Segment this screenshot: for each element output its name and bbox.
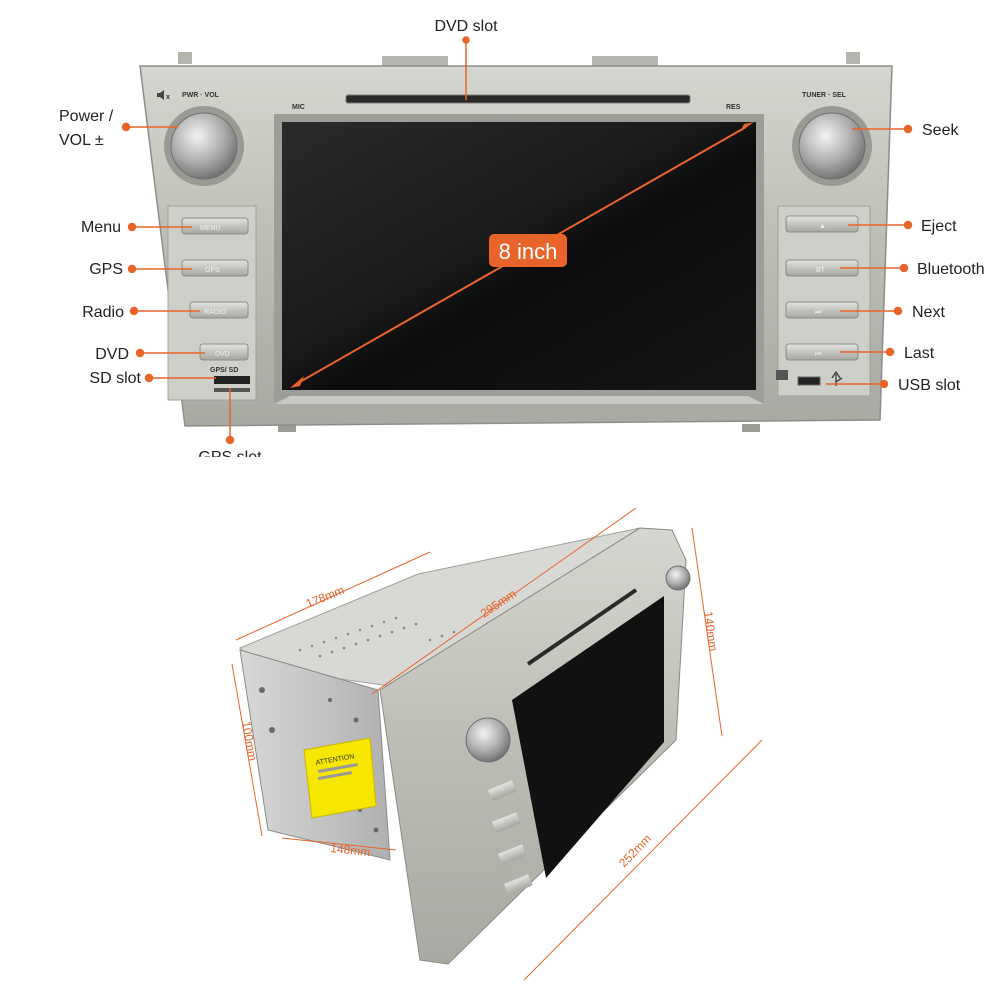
volume-knob[interactable]: [170, 112, 238, 180]
dvd-slot-3d: [526, 588, 638, 666]
screen-size-text: 8 inch: [499, 239, 558, 264]
dvd-button-label: DVD: [215, 351, 230, 358]
sticker-text-line: [318, 763, 358, 773]
next-button[interactable]: ⏭: [785, 301, 859, 319]
screen-size-indicator: 8 inch: [290, 122, 754, 388]
callout-dvd-slot: DVD slot: [434, 18, 498, 35]
callout-menu: Menu: [81, 219, 121, 236]
callout-usb-slot: USB slot: [898, 377, 961, 394]
sticker-text-line: [318, 771, 353, 780]
next-icon: ⏭: [815, 309, 822, 316]
previous-icon: ⏮: [815, 351, 821, 358]
volume-knob-3d: [465, 717, 511, 763]
gps-card-slot[interactable]: [214, 388, 250, 392]
front-panel: x PWR · VOL TUNER · SEL MIC RES MENU GPS…: [139, 52, 893, 432]
button-3d: [497, 844, 527, 866]
pwr-vol-label: PWR · VOL: [182, 92, 220, 99]
callout-radio: Radio: [82, 304, 124, 321]
res-label: RES: [726, 104, 741, 111]
button-3d: [491, 812, 521, 834]
callout-eject: Eject: [921, 218, 957, 235]
chassis-holes: [259, 687, 379, 833]
right-button-column: [777, 205, 871, 397]
mount-foot: [742, 424, 760, 432]
callout-last: Last: [904, 345, 935, 362]
dim-width-back: 148mm: [330, 841, 371, 859]
attention-sticker: [303, 737, 377, 819]
radio-button-label: RADIO: [204, 309, 227, 316]
screen-size-badge: [489, 234, 567, 267]
button-3d: [488, 780, 517, 802]
eject-icon: ▲: [819, 223, 826, 230]
screen-lip: [274, 396, 764, 404]
mute-icon: x: [157, 90, 170, 101]
callout-power-vol-line2: VOL ±: [59, 132, 104, 149]
gps-sd-label: GPS/ SD: [210, 367, 238, 374]
dimension-lines: [231, 507, 763, 981]
callout-dvd: DVD: [95, 346, 129, 363]
usb-port[interactable]: [797, 376, 821, 386]
callout-lines: [121, 36, 913, 445]
mount-tab: [592, 56, 658, 68]
sd-card-slot[interactable]: [214, 376, 250, 384]
radio-button[interactable]: RADIO: [189, 301, 249, 319]
gps-button-label: GPS: [205, 267, 220, 274]
gps-button[interactable]: GPS: [181, 259, 249, 277]
callout-gps-slot: GPS slot: [198, 449, 262, 466]
eject-button[interactable]: ▲: [785, 215, 859, 233]
callout-next: Next: [912, 304, 945, 321]
mic-label: MIC: [292, 104, 305, 111]
dim-height-front: 140mm: [701, 610, 720, 652]
dim-height-back: 100mm: [239, 720, 260, 762]
dim-width-bottom: 252mm: [616, 832, 654, 871]
svg-text:x: x: [166, 94, 170, 101]
usb-cover: [776, 370, 788, 380]
callout-power-vol-line1: Power /: [59, 108, 114, 125]
gps-slot-label-clip: GPS slot: [198, 449, 262, 466]
chassis-vents: [298, 616, 456, 658]
tuner-knob[interactable]: [798, 112, 866, 180]
mount-tab: [178, 52, 192, 64]
dvd-slot: [345, 94, 691, 104]
callout-bluetooth: Bluetooth: [917, 261, 985, 278]
tuner-sel-label: TUNER · SEL: [802, 92, 847, 99]
screen-3d: [512, 596, 664, 878]
dvd-button[interactable]: DVD: [199, 343, 249, 361]
bluetooth-button-label: BT: [816, 267, 826, 274]
callout-sd-slot: SD slot: [89, 370, 141, 387]
mount-tab: [382, 56, 448, 68]
callout-gps: GPS: [89, 261, 123, 278]
unit-3d-view: ATTENTION: [239, 527, 691, 965]
menu-button-label: MENU: [200, 225, 221, 232]
callout-seek: Seek: [922, 122, 959, 139]
button-3d: [504, 874, 533, 896]
mount-foot: [278, 424, 296, 432]
tuner-knob-3d: [665, 565, 691, 591]
mount-tab: [846, 52, 860, 64]
menu-button[interactable]: MENU: [181, 217, 249, 235]
